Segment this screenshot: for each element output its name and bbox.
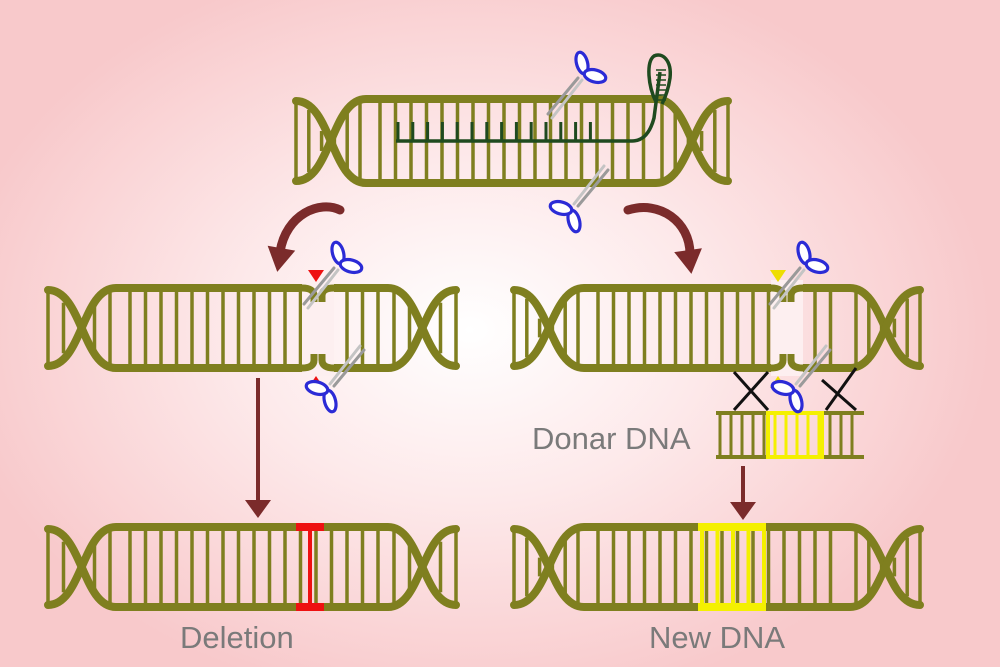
curved-arrow-icon <box>623 203 702 274</box>
dna-helix-cut-right <box>510 280 924 376</box>
process-arrows <box>245 202 756 520</box>
curved-arrow-icon <box>267 202 345 272</box>
guide-rna <box>396 53 672 143</box>
scissors-icon <box>547 164 610 235</box>
down-arrow-icon <box>730 466 756 520</box>
dna-helix-cut-left <box>44 280 460 376</box>
cut-site-marker-icon <box>308 270 324 282</box>
new-dna-label: New DNA <box>649 620 786 655</box>
dna-helix-deletion <box>44 523 460 611</box>
donor-dna <box>716 367 864 459</box>
dna-helix-new-dna <box>510 523 924 611</box>
deletion-label: Deletion <box>180 620 294 655</box>
down-arrow-icon <box>245 378 271 518</box>
cut-site-marker-icon <box>770 270 786 282</box>
donor-dna-label: Donar DNA <box>532 421 691 456</box>
